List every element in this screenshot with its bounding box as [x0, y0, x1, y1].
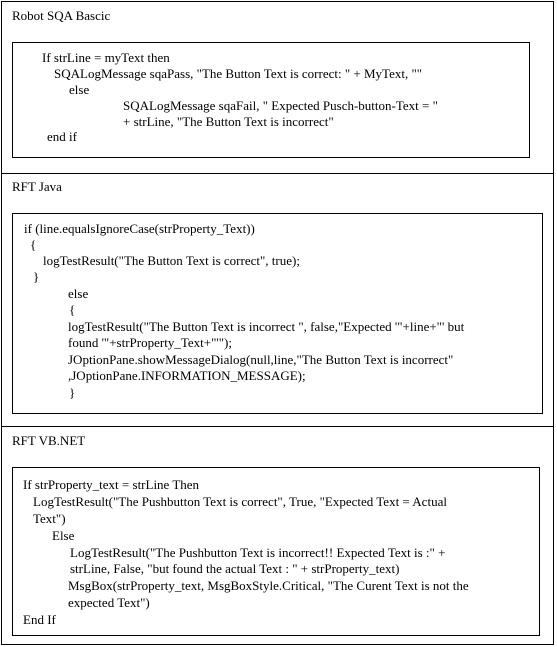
code-line: else: [68, 286, 89, 301]
code-line: if (line.equalsIgnoreCase(strProperty_Te…: [24, 221, 255, 236]
code-line: If strProperty_text = strLine Then: [23, 477, 200, 492]
code-line: LogTestResult("The Pushbutton Text is in…: [70, 545, 446, 560]
code-line: strLine, False, "but found the actual Te…: [70, 561, 400, 576]
code-block-rft-java: if (line.equalsIgnoreCase(strProperty_Te…: [12, 213, 543, 414]
code-line: expected Text"): [68, 595, 150, 610]
code-line: else: [69, 82, 90, 97]
code-line: end if: [47, 129, 77, 144]
code-block-rft-vbnet: If strProperty_text = strLine Then LogTe…: [12, 467, 540, 636]
code-line: If strLine = myText then: [42, 50, 170, 65]
section-title-rft-vbnet: RFT VB.NET: [12, 433, 86, 448]
code-line: {: [69, 302, 76, 317]
code-line: }: [33, 269, 40, 284]
code-line: JOptionPane.showMessageDialog(null,line,…: [68, 352, 454, 367]
code-line: ,JOptionPane.INFORMATION_MESSAGE);: [68, 368, 306, 383]
code-line: Else: [52, 528, 75, 543]
code-line: logTestResult("The Button Text is incorr…: [68, 319, 465, 334]
section-divider: [1, 173, 554, 174]
code-line: }: [69, 385, 76, 400]
code-line: + strLine, "The Button Text is incorrect…: [123, 114, 334, 129]
code-line: End If: [23, 612, 56, 627]
section-divider: [1, 426, 554, 427]
code-block-robot-sqa: If strLine = myText then SQALogMessage s…: [12, 42, 530, 158]
code-line: MsgBox(strProperty_text, MsgBoxStyle.Cri…: [68, 578, 469, 593]
code-line: {: [30, 237, 37, 252]
code-line: SQALogMessage sqaFail, " Expected Pusch-…: [123, 98, 438, 113]
section-title-robot-sqa: Robot SQA Bascic: [12, 8, 111, 23]
code-line: SQALogMessage sqaPass, "The Button Text …: [54, 66, 423, 81]
code-line: LogTestResult("The Pushbutton Text is co…: [33, 494, 447, 509]
code-line: Text"): [33, 511, 66, 526]
code-line: logTestResult("The Button Text is correc…: [43, 253, 300, 268]
code-line: found '"+strProperty_Text+"'");: [68, 335, 232, 350]
section-title-rft-java: RFT Java: [12, 179, 62, 194]
